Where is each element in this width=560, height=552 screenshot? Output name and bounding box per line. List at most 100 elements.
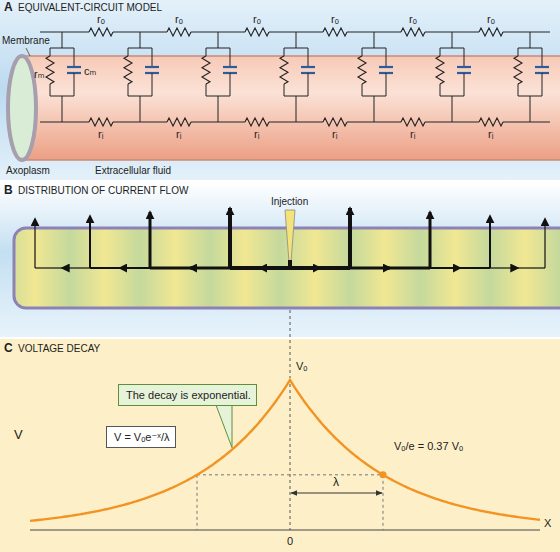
- wire: [296, 73, 308, 96]
- wire: [296, 32, 323, 33]
- wire: [452, 48, 464, 67]
- label: 0: [287, 535, 293, 547]
- label: X: [544, 517, 551, 529]
- resistor-symbol: [124, 56, 132, 84]
- wire: [347, 122, 374, 123]
- wire: [374, 122, 401, 123]
- x-axis: [30, 530, 540, 531]
- resistor-symbol: [280, 56, 288, 84]
- resistor-symbol: [401, 118, 425, 126]
- wire: [62, 48, 74, 67]
- wire: [269, 32, 296, 33]
- capacitor-plate: [67, 66, 81, 68]
- resistor-symbol: [479, 28, 503, 36]
- label: Vₒ/e = 0.37 Vₒ: [394, 440, 463, 452]
- current-arrow: [458, 267, 490, 269]
- resistor-symbol: [46, 56, 54, 84]
- label: rᵢ: [332, 128, 337, 140]
- label: Vₒ: [296, 360, 308, 372]
- wire: [140, 32, 167, 33]
- wire: [113, 122, 140, 123]
- wire: [503, 122, 530, 123]
- wire: [62, 122, 89, 123]
- resistor-symbol: [323, 118, 347, 126]
- resistor-symbol: [167, 28, 191, 36]
- wire: [425, 32, 452, 33]
- wire: [40, 32, 62, 33]
- label: Axoplasm: [6, 165, 50, 176]
- guide-line: [383, 475, 384, 530]
- panel-letter: B: [4, 184, 13, 197]
- label: rₒ: [409, 13, 417, 25]
- wire: [191, 122, 218, 123]
- guide-line: [197, 474, 383, 475]
- axon-cylinder: [22, 56, 560, 160]
- capacitor-plate: [223, 66, 237, 68]
- current-arrow: [35, 267, 65, 268]
- current-arrow: [120, 267, 150, 269]
- current-arrow: [544, 219, 545, 268]
- wire: [284, 84, 296, 122]
- callout-pointer: [216, 405, 232, 448]
- wire: [206, 32, 218, 56]
- capacitor-plate: [535, 66, 549, 68]
- length-constant-point: [380, 471, 387, 478]
- guide-line: [290, 384, 291, 530]
- wire: [452, 32, 479, 33]
- membrane-edge: [22, 159, 560, 161]
- wire: [518, 84, 530, 122]
- lambda-arrow: [291, 493, 382, 494]
- current-arrow: [190, 267, 230, 270]
- wire: [530, 32, 550, 33]
- resistor-symbol: [401, 28, 425, 36]
- wire: [518, 32, 530, 56]
- label: rᵢ: [176, 128, 181, 140]
- resistor-symbol: [202, 56, 210, 84]
- wire: [206, 84, 218, 122]
- current-arrow: [150, 267, 192, 270]
- label: DISTRIBUTION OF CURRENT FLOW: [18, 185, 188, 196]
- leader-line: [26, 48, 30, 56]
- resistor-symbol: [436, 56, 444, 84]
- wire: [452, 122, 479, 123]
- current-arrow: [290, 266, 320, 270]
- label: Membrane: [2, 35, 50, 46]
- label: rₒ: [253, 13, 261, 25]
- wire: [128, 32, 140, 56]
- equation-box: V = Vₒe⁻ˣ/λ: [106, 426, 176, 448]
- wire: [50, 32, 62, 56]
- wire: [440, 32, 452, 56]
- label: λ: [333, 476, 339, 489]
- injection-pipette: [285, 210, 295, 262]
- wire: [296, 48, 308, 67]
- wire: [440, 84, 452, 122]
- decay-curve: [30, 380, 540, 521]
- wire: [347, 32, 374, 33]
- wire: [530, 48, 542, 67]
- resistor-symbol: [89, 118, 113, 126]
- current-arrow: [63, 267, 91, 268]
- panel-c-ground: [0, 339, 560, 552]
- label: Extracellular fluid: [95, 165, 171, 176]
- wire: [374, 32, 401, 33]
- wire: [191, 32, 218, 33]
- wire: [425, 122, 452, 123]
- label: Injection: [271, 196, 308, 207]
- box-text: V = Vₒe⁻ˣ/λ: [114, 431, 168, 444]
- label: rₒ: [175, 13, 183, 25]
- box-text: The decay is exponential.: [126, 389, 249, 402]
- label: cₘ: [84, 65, 96, 77]
- resistor-symbol: [514, 56, 522, 84]
- label: rₒ: [331, 13, 339, 25]
- wire: [530, 122, 550, 123]
- resistor-symbol: [245, 118, 269, 126]
- current-arrow: [149, 212, 152, 268]
- current-arrow: [260, 266, 290, 270]
- wire: [62, 73, 74, 96]
- current-arrow: [230, 266, 262, 270]
- current-arrow: [90, 267, 122, 269]
- panel-letter: C: [4, 342, 13, 355]
- wire: [140, 48, 152, 67]
- wire: [503, 32, 530, 33]
